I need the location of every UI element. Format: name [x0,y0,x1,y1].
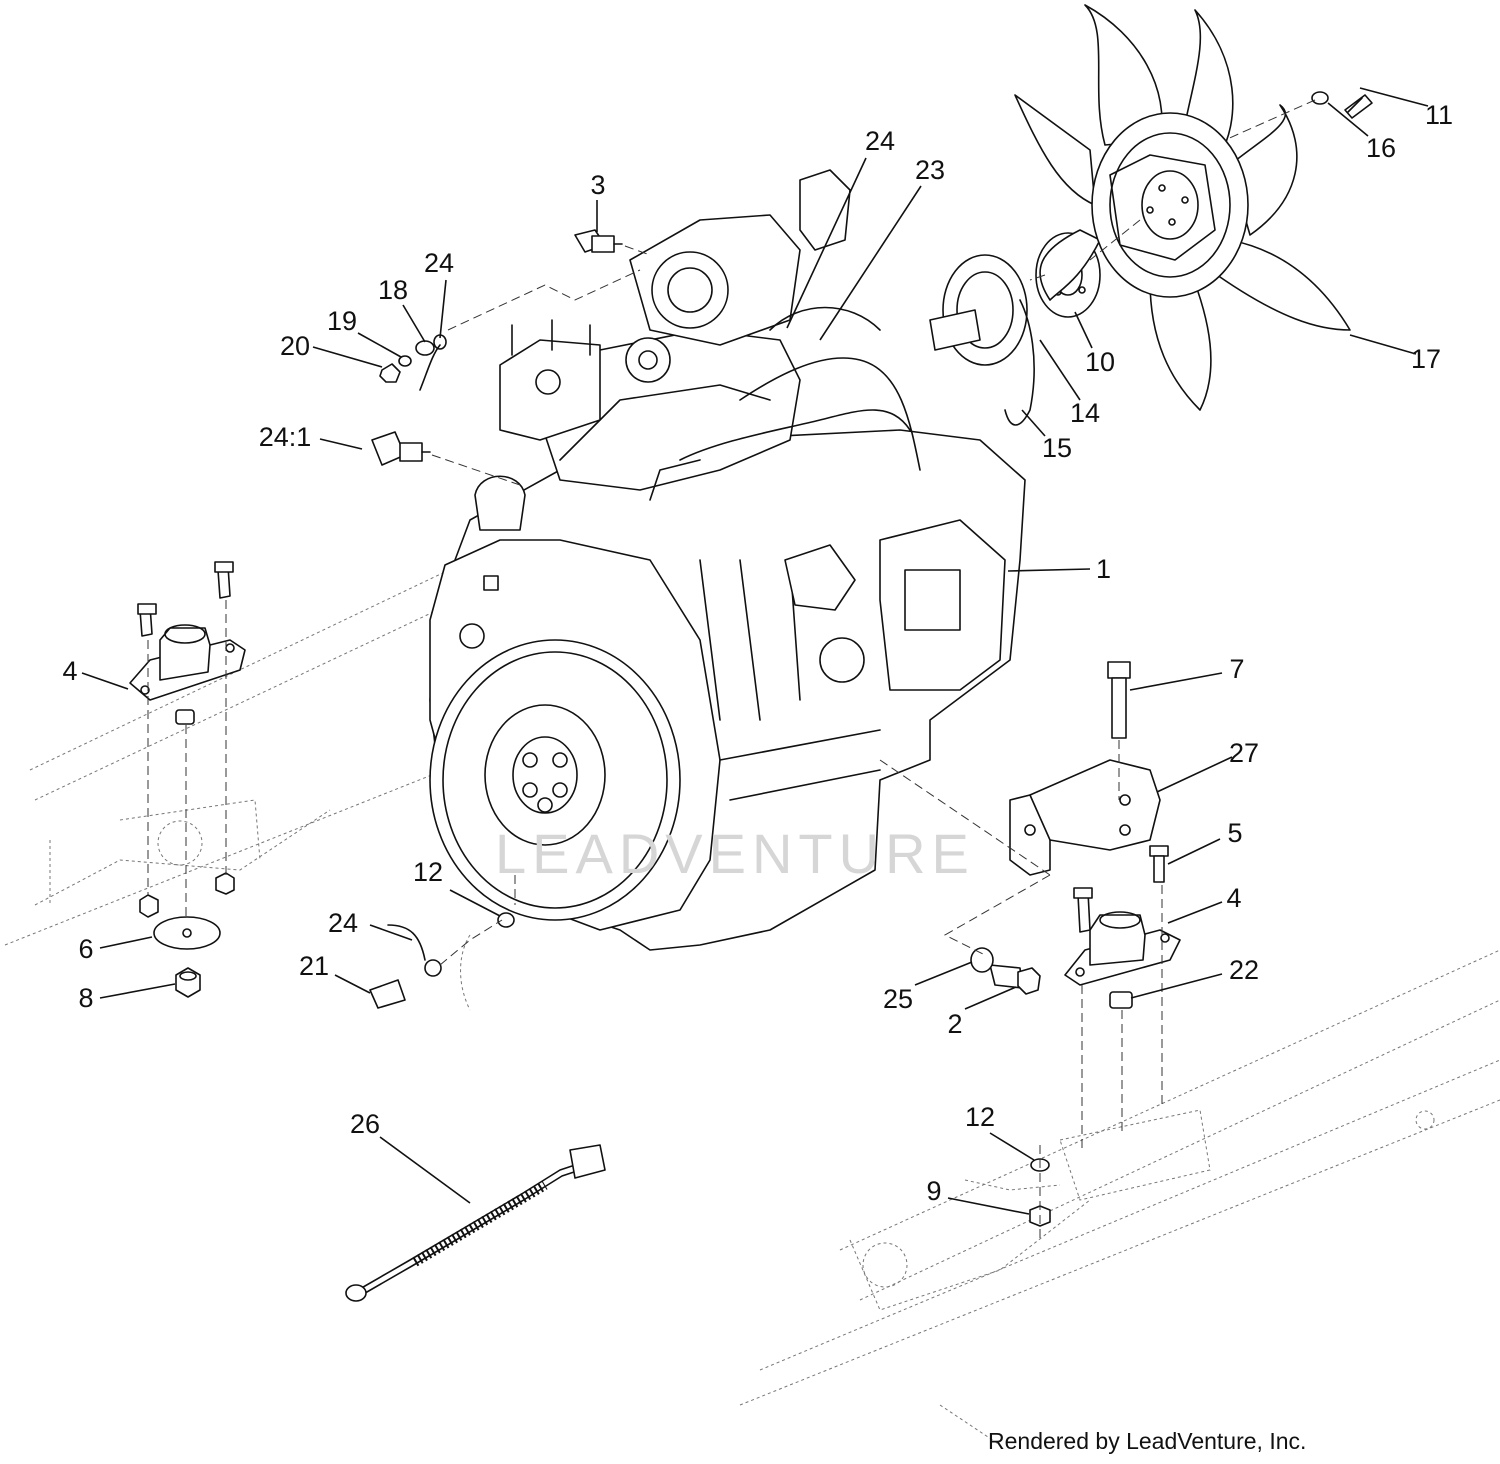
callout-6: 6 [78,934,93,964]
cooling-fan [1014,4,1351,411]
callout-8: 8 [78,983,93,1013]
callout-3: 3 [590,170,605,200]
render-credit: Rendered by LeadVenture, Inc. [988,1428,1307,1454]
callout-19: 19 [327,306,357,336]
callout-25: 25 [883,984,913,1014]
ground-terminal-group [379,334,447,391]
water-pump-pulley [929,254,1035,426]
rebound-washer [153,916,221,950]
watermark: LEADVENTURE [495,822,975,885]
callout-17: 17 [1411,344,1441,374]
callout-24-sender: 24 [424,248,454,278]
callout-26: 26 [350,1109,380,1139]
callout-21: 21 [299,951,329,981]
oil-pressure-switch [371,431,431,466]
engine-bracket [1009,759,1161,876]
flange-nut-left [175,967,201,998]
callout-24-1: 24:1 [259,422,312,452]
callout-24-top: 24 [865,126,895,156]
frame-rails [4,559,1500,1446]
callout-20: 20 [280,331,310,361]
callout-14: 14 [1070,398,1100,428]
callout-5: 5 [1227,818,1242,848]
callout-12-left: 12 [413,857,443,887]
callout-18: 18 [378,275,408,305]
callout-4-right: 4 [1226,883,1241,913]
callout-4-left: 4 [62,656,77,686]
assembly-lines [431,99,1316,1240]
callout-23: 23 [915,155,945,185]
lock-washer-12a [497,912,515,928]
temperature-sender [574,229,623,253]
callout-10: 10 [1085,347,1115,377]
fan-bolt [1344,94,1373,119]
callout-24-ground: 24 [328,908,358,938]
fan-washer [1311,91,1329,105]
right-engine-mount [1064,885,1181,1150]
callout-1: 1 [1096,554,1111,584]
callout-27: 27 [1229,738,1259,768]
callout-12-right: 12 [965,1102,995,1132]
engine-assembly [429,169,1026,951]
callout-labels: 1 2 3 4 4 5 6 7 8 9 10 11 12 12 14 15 16… [62,100,1453,1206]
callout-leaders [81,87,1429,1215]
callout-22: 22 [1229,955,1259,985]
spacer-22 [1109,991,1133,1009]
callout-2: 2 [947,1009,962,1039]
callout-7: 7 [1229,654,1244,684]
capscrew-2 [989,964,1041,995]
callout-15: 15 [1042,433,1072,463]
ground-wire-right [964,1179,1061,1191]
wire-harness [345,1144,606,1302]
bracket-bolt-7 [1107,661,1131,800]
left-engine-mount [129,561,246,930]
washer-25 [970,947,994,973]
ground-wire-left [387,924,471,1011]
callout-11: 11 [1425,100,1453,130]
callout-9: 9 [926,1176,941,1206]
callout-16: 16 [1366,133,1396,163]
mount-bolt-5 [1149,845,1169,883]
capscrew-21 [369,979,406,1009]
